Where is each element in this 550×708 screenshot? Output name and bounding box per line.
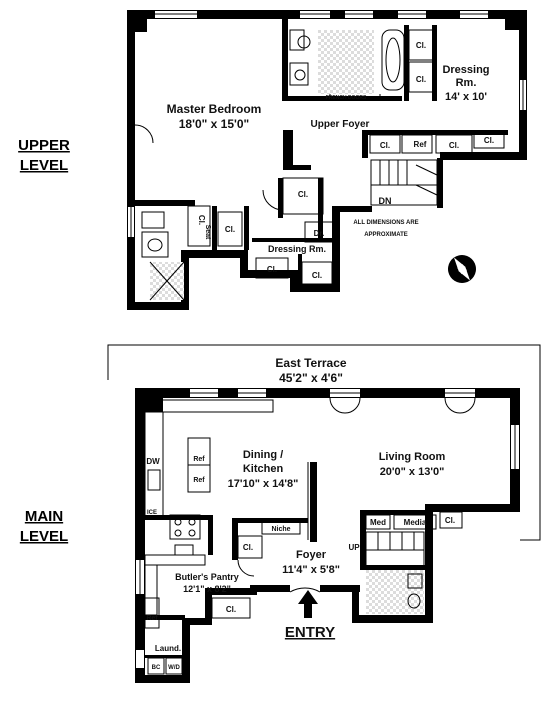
closet-label: Cl. [416, 75, 426, 84]
svg-text:APPROXIMATE: APPROXIMATE [364, 232, 408, 238]
svg-text:Living Room: Living Room [379, 451, 446, 463]
ice-label: ICE [147, 510, 157, 516]
laundry-label: Laund. [155, 644, 181, 653]
closet-label: Cl. [267, 265, 277, 274]
room-living-room: Living Room 20'0" x 13'0" [379, 451, 446, 478]
room-master-bedroom: Master Bedroom 18'0" x 15'0" [167, 102, 262, 131]
svg-text:11'4" x 5'8": 11'4" x 5'8" [282, 564, 340, 576]
closet-label: Cl. [445, 516, 455, 525]
svg-text:18'0" x 15'0": 18'0" x 15'0" [179, 117, 249, 131]
closet-label: Cl. [225, 225, 235, 234]
room-dining-kitchen: Dining / Kitchen 17'10" x 14'8" [228, 449, 299, 490]
room-butlers-pantry: Butler's Pantry 12'1" x 8'2" [175, 572, 239, 594]
media-label: Media [404, 518, 427, 527]
dimensions-note: ALL DIMENSIONS ARE APPROXIMATE [353, 220, 418, 238]
svg-text:MAIN: MAIN [25, 508, 63, 525]
stair-up-label: UP [348, 543, 360, 552]
ref-label: Ref [414, 140, 427, 149]
upper-level-plan [127, 10, 527, 310]
svg-text:20'0" x 13'0": 20'0" x 13'0" [380, 466, 445, 478]
svg-text:East Terrace: East Terrace [275, 356, 346, 370]
svg-text:UPPER: UPPER [18, 137, 70, 154]
room-dressing-small: Dressing Rm. [268, 244, 326, 254]
closet-label: Cl. [197, 215, 206, 225]
svg-text:Dining /: Dining / [243, 449, 283, 461]
closet-label: Cl. [226, 605, 236, 614]
entry-arrow-icon [298, 590, 318, 618]
svg-text:Butler's Pantry: Butler's Pantry [175, 572, 239, 582]
main-level-label: MAIN LEVEL [20, 508, 68, 545]
room-dressing-large: Dressing Rm. 14' x 10' [442, 64, 489, 103]
closet-label: Cl. [484, 136, 494, 145]
svg-text:17'10" x 14'8": 17'10" x 14'8" [228, 478, 299, 490]
svg-text:12'1" x 8'2": 12'1" x 8'2" [183, 584, 231, 594]
med-label: Med [370, 518, 386, 527]
bc-label: BC [152, 665, 161, 671]
main-level-plan [107, 344, 541, 683]
entry-label: ENTRY [285, 624, 335, 641]
room-upper-foyer: Upper Foyer [311, 119, 370, 130]
svg-text:Rm.: Rm. [456, 77, 477, 89]
svg-text:Dressing: Dressing [442, 64, 489, 76]
ref-label: Ref [193, 456, 205, 463]
closet-label: Cl. [416, 41, 426, 50]
room-foyer: Foyer 11'4" x 5'8" [282, 549, 340, 576]
closet-label: Cl. [449, 141, 459, 150]
compass-icon: N [448, 255, 476, 283]
closet-label: Cl. [243, 543, 253, 552]
svg-text:LEVEL: LEVEL [20, 528, 68, 545]
svg-text:Kitchen: Kitchen [243, 463, 284, 475]
closet-label: Cl. [298, 190, 308, 199]
svg-text:Foyer: Foyer [296, 549, 327, 561]
dishwasher-label: DW [146, 457, 160, 466]
seat-label: Seat [204, 225, 211, 240]
ref-label: Ref [193, 477, 205, 484]
svg-text:45'2" x 4'6": 45'2" x 4'6" [279, 371, 343, 385]
upper-level-label: UPPER LEVEL [18, 137, 70, 174]
closet-label: Cl. [312, 271, 322, 280]
svg-text:LEVEL: LEVEL [20, 157, 68, 174]
niche-label: Niche [271, 526, 290, 533]
svg-text:Master Bedroom: Master Bedroom [167, 102, 262, 116]
svg-text:14' x 10': 14' x 10' [445, 91, 487, 103]
dr-label: Dr. [314, 229, 325, 238]
ref-label: Ref [146, 615, 158, 622]
room-east-terrace: East Terrace 45'2" x 4'6" [275, 356, 346, 385]
svg-text:ALL DIMENSIONS ARE: ALL DIMENSIONS ARE [353, 220, 418, 226]
french-doors-label: FRENCH DOORS [326, 95, 367, 101]
stair-down-label: DN [379, 196, 392, 206]
closet-label: Cl. [380, 141, 390, 150]
washer-dryer-label: W/D [168, 665, 180, 671]
